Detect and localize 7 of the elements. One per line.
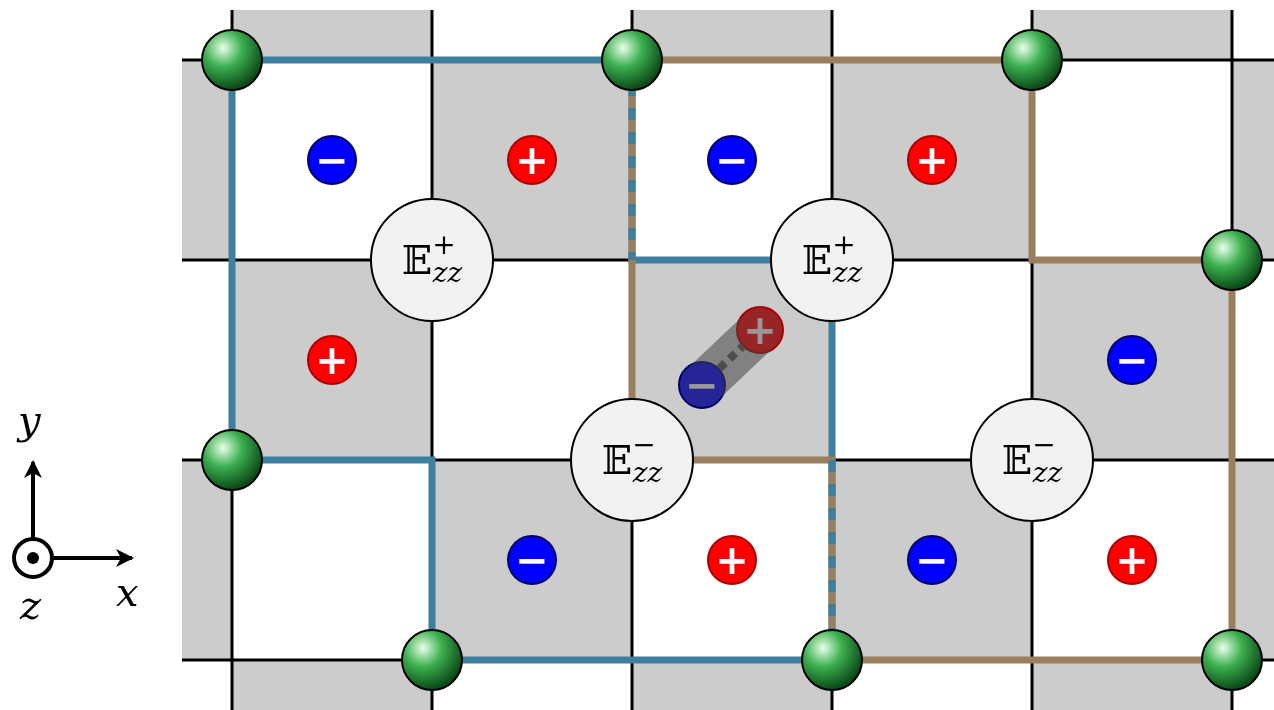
axis-label: z xyxy=(20,585,42,625)
negative-charge: − xyxy=(307,135,357,185)
positive-charge: + xyxy=(707,535,757,585)
negative-charge: − xyxy=(707,135,757,185)
dipole-bond xyxy=(716,343,746,372)
axis-label: x xyxy=(116,572,139,612)
positive-charge: + xyxy=(1107,535,1157,585)
